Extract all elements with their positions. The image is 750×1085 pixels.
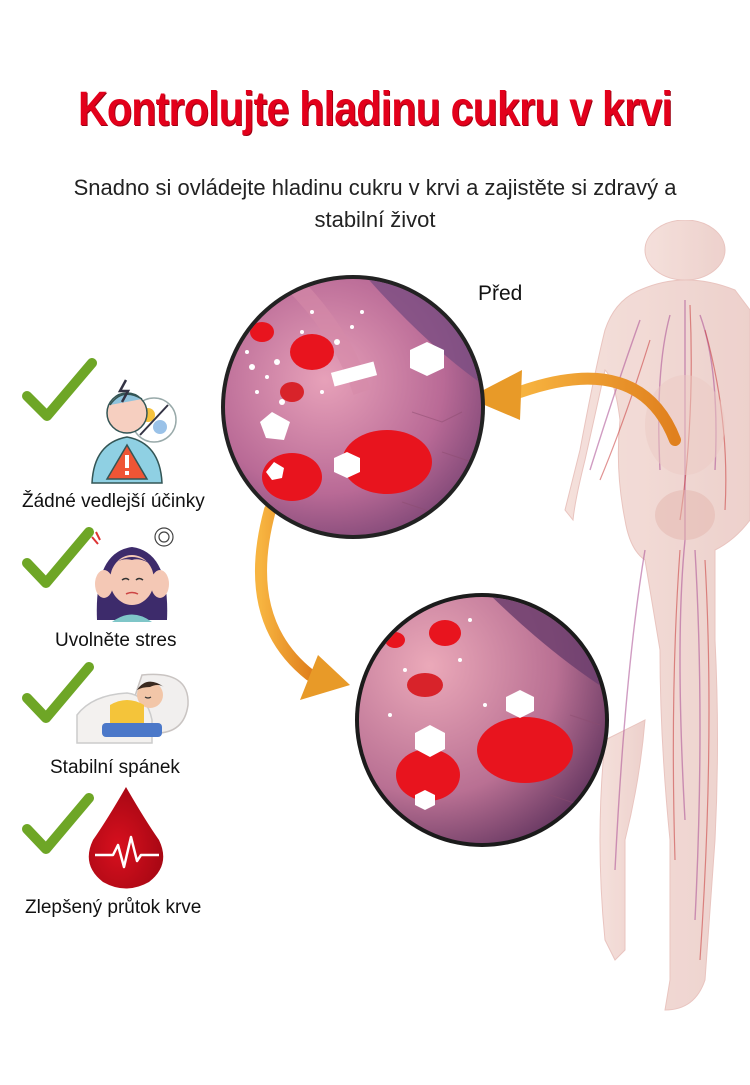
blood-vessel-before-circle xyxy=(221,275,485,539)
stressed-person-warning-icon xyxy=(91,379,177,484)
page-subtitle: Snadno si ovládejte hladinu cukru v krvi… xyxy=(73,175,677,232)
checkmark-icon xyxy=(22,793,94,854)
headache-woman-icon xyxy=(91,527,174,622)
benefit-label-stable-sleep: Stabilní spánek xyxy=(50,757,180,778)
blood-vessel-after-circle xyxy=(355,593,609,847)
benefit-label-relieve-stress: Uvolněte stres xyxy=(55,630,177,651)
checkmark-icon xyxy=(22,358,97,421)
human-body-illustration xyxy=(564,220,750,1011)
benefit-label-no-side-effects: Žádné vedlejší účinky xyxy=(22,491,205,512)
sleeping-person-icon xyxy=(76,673,189,744)
benefit-label-improved-blood-flow: Zlepšený průtok krve xyxy=(25,897,202,918)
blood-drop-pulse-icon xyxy=(88,787,164,889)
before-label: Před xyxy=(478,282,523,305)
checkmark-icon xyxy=(22,527,94,588)
page-title: Kontrolujte hladinu cukru v krvi xyxy=(77,83,673,136)
checkmark-icon xyxy=(22,662,94,723)
